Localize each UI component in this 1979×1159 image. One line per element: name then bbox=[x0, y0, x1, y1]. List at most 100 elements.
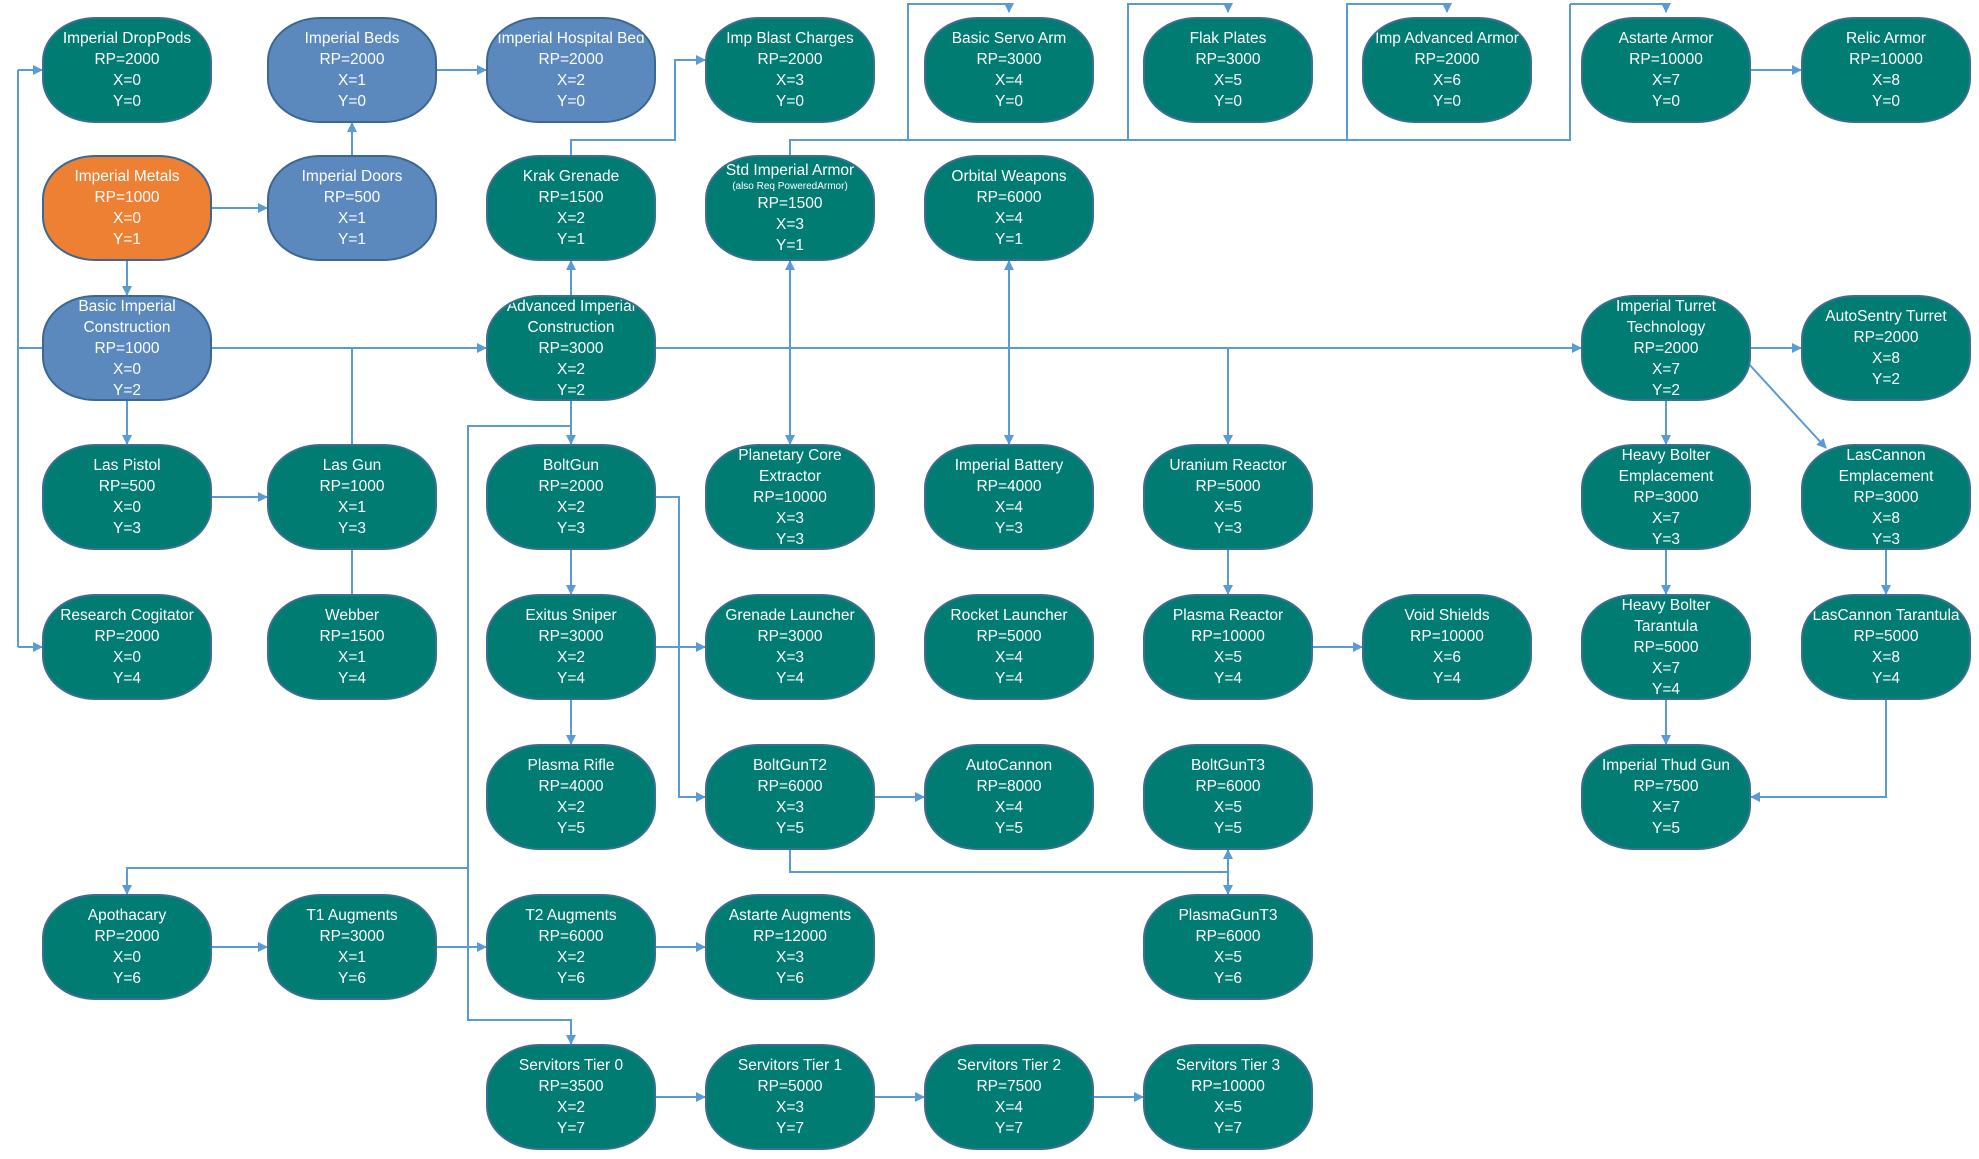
node-text-line: RP=3000 bbox=[1633, 488, 1699, 506]
node-text-line: RP=3000 bbox=[319, 928, 385, 945]
node-text-line: Y=2 bbox=[556, 381, 585, 399]
node-text-line: RP=7500 bbox=[1633, 778, 1699, 795]
node-text-line: Plasma Rifle bbox=[527, 757, 615, 774]
node-text-line: X=5 bbox=[1213, 649, 1242, 666]
node-text-line: RP=10000 bbox=[1849, 51, 1923, 68]
node-text-line: Y=1 bbox=[994, 231, 1023, 248]
node-text-line: Y=4 bbox=[337, 670, 366, 687]
node-text-line: RP=5000 bbox=[1195, 478, 1261, 495]
node-text-line: RP=500 bbox=[323, 189, 381, 206]
node-text-line: X=5 bbox=[1213, 1099, 1242, 1116]
node-text-line: RP=1500 bbox=[538, 189, 604, 206]
node-text-line: Y=6 bbox=[112, 970, 141, 987]
node-text-line: Y=4 bbox=[556, 670, 585, 687]
node-text-line: Y=3 bbox=[556, 520, 585, 537]
node-text-line: AutoSentry Turret bbox=[1825, 308, 1947, 325]
node-text-line: Imp Blast Charges bbox=[726, 30, 854, 47]
node-text-line: X=0 bbox=[112, 649, 141, 666]
connector-line bbox=[1746, 361, 1827, 449]
node-text-line: Y=4 bbox=[1871, 670, 1900, 687]
node-text-line: RP=2000 bbox=[1414, 51, 1480, 68]
node-text-line: RP=10000 bbox=[753, 488, 827, 506]
node-text-line: Plasma Reactor bbox=[1172, 607, 1284, 624]
node-text-line: Y=0 bbox=[337, 93, 366, 110]
node-text-line: Y=0 bbox=[994, 93, 1023, 110]
node-text-line: RP=6000 bbox=[757, 778, 823, 795]
node-text-line: Las Pistol bbox=[93, 457, 161, 474]
node-text-line: X=5 bbox=[1213, 499, 1242, 516]
node-text-line: Imperial Thud Gun bbox=[1601, 757, 1731, 774]
node-text-line: Y=6 bbox=[1213, 970, 1242, 987]
node-text-line: X=1 bbox=[337, 210, 366, 227]
node-text-line: T2 Augments bbox=[525, 907, 617, 924]
node-text-line: RP=2000 bbox=[1853, 329, 1919, 346]
node-text-line: RP=1000 bbox=[94, 339, 160, 357]
node-text-line: Imperial DropPods bbox=[62, 30, 192, 47]
node-text-line: Y=2 bbox=[1651, 381, 1680, 399]
node-text-line: X=0 bbox=[112, 72, 141, 89]
node-text-line: Advanced Imperial bbox=[506, 297, 636, 315]
node-text-line: Construction bbox=[83, 318, 171, 336]
node-text-line: Planetary Core bbox=[738, 446, 842, 464]
node-text-line: Y=0 bbox=[112, 93, 141, 110]
node-text-line: Construction bbox=[527, 318, 615, 336]
node-text-line: RP=5000 bbox=[757, 1078, 823, 1095]
connector-line bbox=[1570, 3, 1671, 13]
node-text-line: X=8 bbox=[1871, 649, 1900, 666]
node-text-line: RP=3000 bbox=[1853, 488, 1919, 506]
node-text-line: X=2 bbox=[556, 1099, 585, 1116]
node-text-line: BoltGunT2 bbox=[752, 757, 828, 774]
node-text-line: Relic Armor bbox=[1845, 30, 1927, 47]
node-text-line: Y=5 bbox=[1213, 820, 1242, 837]
node-text-line: Y=0 bbox=[775, 93, 804, 110]
node-text-line: X=3 bbox=[775, 72, 804, 89]
node-text-line: X=3 bbox=[775, 216, 804, 233]
node-text-line: Imperial Battery bbox=[954, 457, 1064, 474]
node-text-line: RP=4000 bbox=[538, 778, 604, 795]
node-text-line: PlasmaGunT3 bbox=[1178, 907, 1278, 924]
node-text-line: Flak Plates bbox=[1189, 30, 1267, 47]
node-text-line: Y=0 bbox=[556, 93, 585, 110]
node-text-line: RP=7500 bbox=[976, 1078, 1042, 1095]
node-text-line: Heavy Bolter bbox=[1621, 446, 1711, 464]
node-text-line: RP=1500 bbox=[319, 628, 385, 645]
node-text-line: X=4 bbox=[994, 72, 1023, 89]
node-text-line: X=3 bbox=[775, 649, 804, 666]
node-text-line: RP=12000 bbox=[753, 928, 827, 945]
node-text-line: Y=5 bbox=[1651, 820, 1680, 837]
node-text-line: Servitors Tier 0 bbox=[518, 1057, 624, 1074]
node-text-line: Webber bbox=[325, 607, 379, 624]
node-text-line: Y=1 bbox=[775, 237, 804, 254]
node-text-line: X=7 bbox=[1651, 799, 1680, 816]
node-text-line: RP=3000 bbox=[1195, 51, 1261, 68]
node-text-line: Imp Advanced Armor bbox=[1375, 30, 1519, 47]
node-text-line: X=7 bbox=[1651, 360, 1680, 378]
node-text-line: Y=3 bbox=[1871, 530, 1900, 548]
node-text-line: Y=2 bbox=[112, 381, 141, 399]
node-text-line: X=3 bbox=[775, 1099, 804, 1116]
node-text-line: Servitors Tier 2 bbox=[956, 1057, 1062, 1074]
node-text-line: Y=1 bbox=[556, 231, 585, 248]
node-text-line: RP=5000 bbox=[976, 628, 1042, 645]
node-text-line: RP=2000 bbox=[319, 51, 385, 68]
node-text-line: Y=3 bbox=[337, 520, 366, 537]
node-text-line: BoltGun bbox=[542, 457, 599, 474]
node-text-line: RP=1000 bbox=[319, 478, 385, 495]
node-text-line: Imperial Metals bbox=[74, 168, 180, 185]
node-text-line: RP=3000 bbox=[538, 628, 604, 645]
